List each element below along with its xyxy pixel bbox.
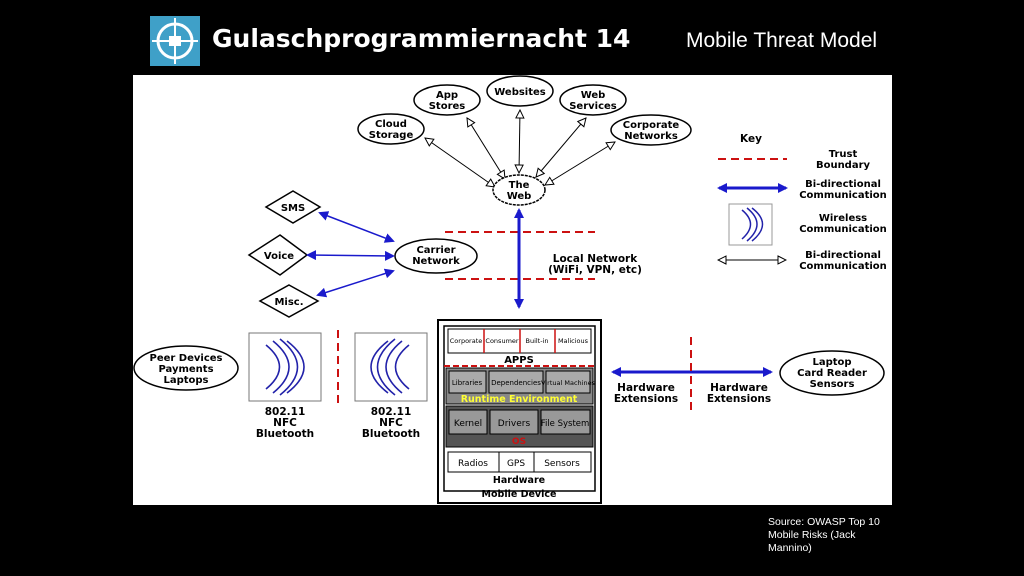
node-sms: SMS [264,190,322,224]
svg-text:Boundary: Boundary [816,160,871,171]
svg-text:Local Network: Local Network [553,253,638,265]
node-cloud-storage: Cloud Storage [357,113,425,145]
svg-text:Storage: Storage [369,130,414,141]
os-layer: Kernel Drivers File System OS [445,405,594,448]
svg-text:GPS: GPS [507,459,525,469]
svg-text:Drivers: Drivers [498,419,531,429]
threat-model-diagram: Cloud Storage App Stores Websites Web Se… [133,75,892,505]
svg-text:NFC: NFC [273,417,297,429]
svg-text:Extensions: Extensions [707,393,771,405]
svg-text:Web: Web [581,90,606,101]
node-websites: Websites [486,75,554,107]
svg-text:Bluetooth: Bluetooth [362,428,420,440]
carrier-connections [306,211,395,298]
svg-text:Communication: Communication [799,261,887,272]
hardware-layer: Radios GPS Sensors Hardware [447,451,592,486]
svg-text:Services: Services [569,101,617,112]
node-voice: Voice [247,234,309,276]
source-citation: Source: OWASP Top 10 Mobile Risks (Jack … [768,516,880,554]
svg-text:Networks: Networks [624,131,678,142]
key-legend: Key Trust Boundary Bi-directional Commun… [717,133,887,272]
svg-text:Wireless: Wireless [819,213,867,224]
slide-subtitle: Mobile Threat Model [686,29,878,52]
svg-text:File System: File System [541,419,590,429]
svg-text:Peer Devices: Peer Devices [150,353,223,364]
svg-text:Hardware: Hardware [710,382,768,394]
svg-text:Laptops: Laptops [163,375,208,386]
svg-text:Hardware: Hardware [493,475,545,486]
svg-text:Libraries: Libraries [452,379,483,387]
node-the-web: The Web [492,174,546,206]
apps-layer: Corporate Consumer Built-in Malicious AP… [447,328,592,366]
svg-text:Stores: Stores [429,101,466,112]
svg-text:Payments: Payments [158,364,213,375]
svg-text:Websites: Websites [494,87,546,98]
node-corporate-networks: Corporate Networks [610,114,692,146]
svg-text:Bi-directional: Bi-directional [805,179,881,190]
node-misc: Misc. [258,284,320,318]
mobile-device-label: Mobile Device [482,489,557,500]
svg-text:OS: OS [512,437,526,447]
node-carrier-network: Carrier Network [394,238,478,274]
wireless-left-icon [248,332,322,402]
svg-text:Trust: Trust [829,149,858,160]
svg-text:Bluetooth: Bluetooth [256,428,314,440]
svg-text:Consumer: Consumer [485,337,518,345]
svg-text:Corporate: Corporate [623,120,680,131]
wireless-right-label: 802.11 NFC Bluetooth [362,406,420,440]
svg-text:(WiFi, VPN, etc): (WiFi, VPN, etc) [548,264,642,276]
svg-text:Radios: Radios [458,459,488,469]
hardware-extensions-left-label: Hardware Extensions [614,382,678,405]
wireless-left-label: 802.11 NFC Bluetooth [256,406,314,440]
slide-title: Gulaschprogrammiernacht 14 [212,24,631,53]
svg-text:802.11: 802.11 [371,406,412,418]
svg-text:The: The [509,180,530,191]
svg-text:Kernel: Kernel [454,419,482,429]
hardware-extensions-right-label: Hardware Extensions [707,382,771,405]
svg-text:Web: Web [507,191,532,202]
svg-text:Sensors: Sensors [810,379,855,390]
svg-text:Sensors: Sensors [544,459,580,469]
node-peer-devices: Peer Devices Payments Laptops [133,345,239,391]
svg-text:802.11: 802.11 [265,406,306,418]
svg-text:Extensions: Extensions [614,393,678,405]
svg-text:Cloud: Cloud [375,119,407,130]
svg-text:Runtime Environment: Runtime Environment [461,394,578,405]
svg-text:Misc.: Misc. [274,297,303,308]
svg-text:Communication: Communication [799,190,887,201]
svg-text:Malicious: Malicious [558,337,589,345]
svg-text:NFC: NFC [379,417,403,429]
runtime-layer: Libraries Dependencies Virtual Machines … [445,367,596,405]
svg-text:Corporate: Corporate [450,337,483,345]
svg-text:Voice: Voice [264,251,294,262]
svg-text:Communication: Communication [799,224,887,235]
local-network-label: Local Network (WiFi, VPN, etc) [548,253,642,276]
svg-text:APPS: APPS [504,355,534,366]
key-title: Key [740,133,762,145]
svg-text:Dependencies: Dependencies [491,379,541,387]
svg-text:App: App [436,90,458,101]
node-app-stores: App Stores [413,84,481,116]
svg-text:Bi-directional: Bi-directional [805,250,881,261]
svg-text:Hardware: Hardware [617,382,675,394]
svg-text:Virtual Machines: Virtual Machines [541,379,596,387]
gpn-logo-icon [150,16,200,66]
svg-text:Network: Network [412,256,460,267]
node-laptop-card-reader: Laptop Card Reader Sensors [779,350,885,396]
svg-text:SMS: SMS [281,203,305,214]
svg-text:Carrier: Carrier [416,245,455,256]
web-connections [425,110,615,187]
node-web-services: Web Services [559,84,627,116]
svg-text:Built-in: Built-in [525,337,548,345]
mobile-device: Corporate Consumer Built-in Malicious AP… [437,319,602,504]
svg-text:Laptop: Laptop [812,357,851,368]
svg-text:Card Reader: Card Reader [797,368,867,379]
wireless-right-icon [354,332,428,402]
